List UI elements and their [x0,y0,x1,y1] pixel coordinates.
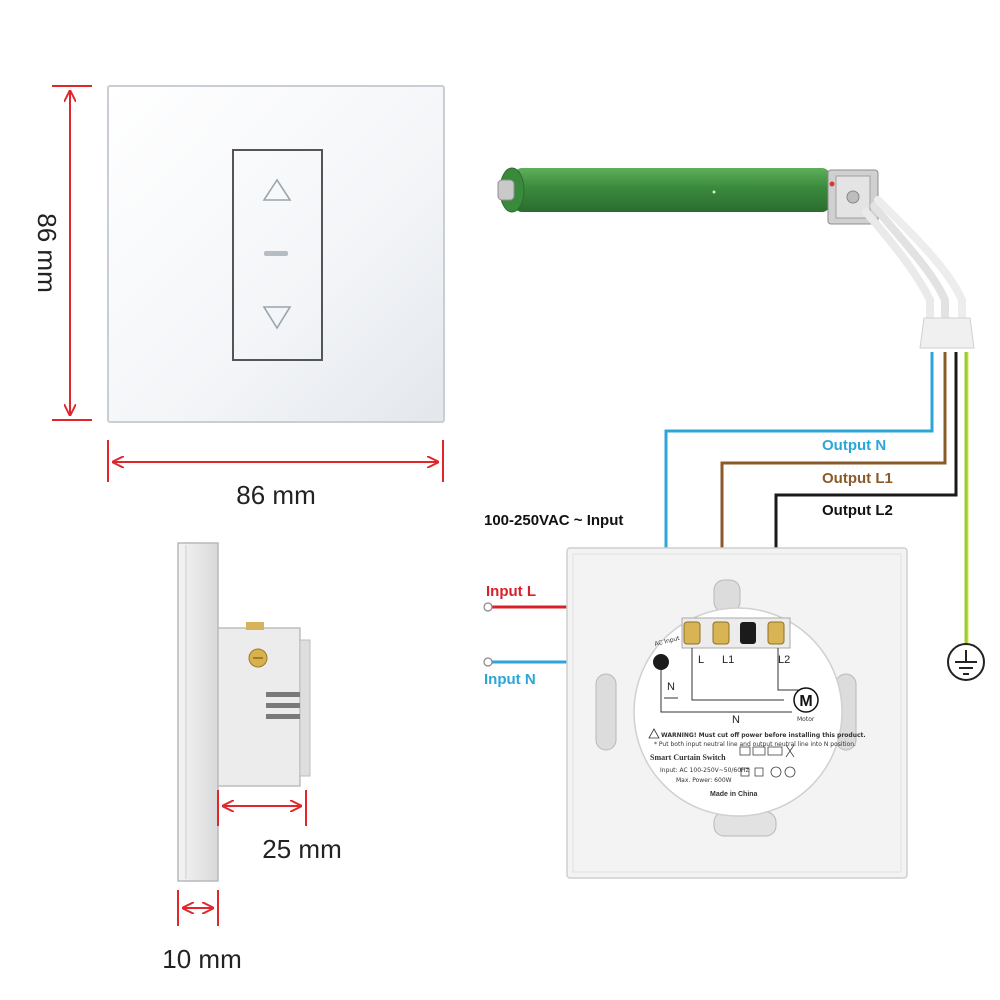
plate-label: 10 mm [162,944,241,974]
supply-label: 100-250VAC ~ Input [484,512,623,529]
product-name: Smart Curtain Switch [650,753,726,762]
down-arrow-icon[interactable] [262,306,292,330]
motor-symbol: M [799,693,812,710]
input-n-label: Input N [484,671,536,688]
terminal-n-label: N [667,681,675,693]
terminal-l2-label: L2 [778,654,790,666]
height-label: 86 mm [32,213,62,292]
plate-dimension: 10 mm [162,890,242,974]
ground-icon [947,643,985,681]
neutral-terminal [653,654,669,670]
terminal-l-label: L [698,654,704,666]
output-n-label: Output N [822,437,886,454]
warning-text: WARNING! Must cut off power before insta… [661,732,866,739]
output-l2-label: Output L2 [822,502,893,519]
tubular-motor [497,167,975,349]
up-arrow-icon[interactable] [262,178,292,201]
certification-marks [739,744,796,778]
stop-bar-icon[interactable] [264,251,288,256]
input-spec: Input: AC 100-250V~50/60Hz [660,767,749,774]
depth-dimension: 25 mm [217,790,342,864]
motor-icon: M [793,687,819,713]
terminal-l1-label: L1 [722,654,734,666]
input-l-label: Input L [486,583,536,600]
back-panel: AC Input L L1 L2 N N M Motor WARNING! Mu… [566,547,908,879]
width-label: 86 mm [236,480,315,510]
front-panel [107,85,445,423]
neutral-line-label: N [732,714,740,726]
warning-icon [648,728,660,739]
motor-label: Motor [797,716,815,723]
output-l1-label: Output L1 [822,470,893,487]
wire-output-l1 [720,352,947,630]
width-dimension: 86 mm [107,440,444,510]
depth-label: 25 mm [262,834,341,864]
terminal-screws [683,621,785,645]
side-view [177,542,311,882]
neutral-note: * Put both input neutral line and output… [654,741,856,748]
max-power: Max. Power: 600W [676,777,732,784]
wire-output-n [664,352,934,636]
origin-label: Made in China [710,791,758,798]
height-dimension: 86 mm [32,85,92,421]
